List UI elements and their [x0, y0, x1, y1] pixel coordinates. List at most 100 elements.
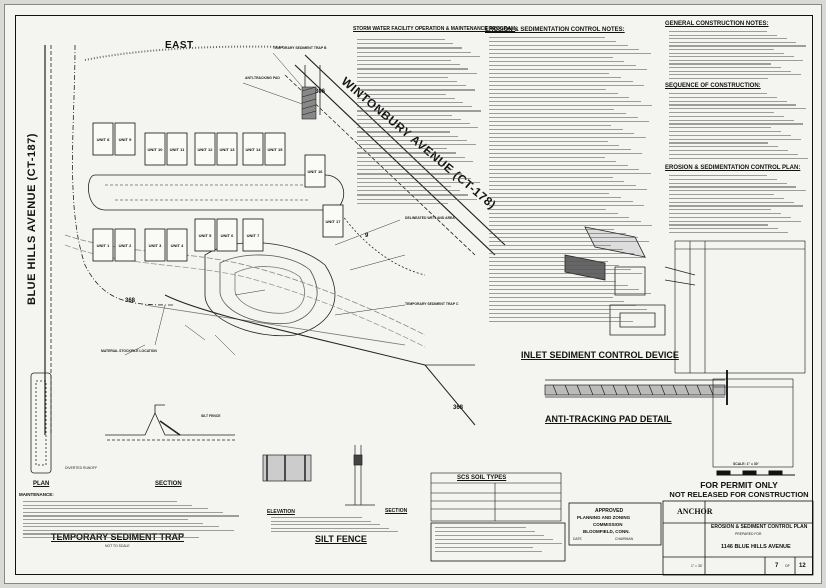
note-text-line: [489, 173, 651, 175]
note-text-line: [489, 261, 608, 263]
elevation-heading: ELEVATION: [267, 509, 295, 515]
note-text-line: [357, 190, 460, 192]
note-text-line: [489, 45, 628, 47]
unit-building: [194, 218, 216, 252]
unit-label: UNIT 11: [170, 147, 185, 152]
note-text-line: [357, 93, 446, 95]
note-text-line: [435, 527, 526, 529]
maintenance-heading: MAINTENANCE:: [19, 492, 54, 497]
note-text-line: [669, 112, 774, 114]
inlet-device-heading: INLET SEDIMENT CONTROL DEVICE: [521, 350, 679, 360]
note-text-line: [357, 39, 445, 41]
note-text-line: [669, 77, 769, 80]
unit-label: UNIT 12: [198, 147, 214, 152]
note-text-line: [271, 524, 381, 526]
note-text-line: [357, 194, 469, 196]
unit-label: UNIT 5: [199, 233, 212, 238]
wetland-callout: DELINEATED WETLAND AREA: [405, 216, 455, 220]
scale-value: 1" = 30': [691, 564, 703, 568]
unit-label: UNIT 15: [268, 147, 284, 152]
note-text-line: [357, 51, 471, 53]
unit-building: [144, 132, 166, 166]
note-text-line: [669, 41, 797, 44]
note-text-line: [357, 202, 449, 205]
note-text-line: [357, 60, 451, 62]
note-text-line: [357, 173, 462, 175]
unit-label: UNIT 9: [119, 137, 132, 142]
unit-label: UNIT 10: [148, 147, 164, 152]
note-text-line: [23, 533, 184, 535]
note-text-line: [489, 121, 650, 123]
note-text-line: [489, 245, 612, 247]
note-text-line: [357, 165, 445, 167]
note-text-line: [489, 297, 613, 299]
note-text-line: [489, 305, 636, 307]
approval-chairman: CHAIRMAN: [615, 537, 634, 541]
note-text-line: [669, 228, 779, 230]
note-text-line: [489, 49, 640, 51]
note-text-line: [669, 59, 804, 62]
note-text-line: [489, 85, 645, 87]
note-text-line: [669, 182, 787, 184]
note-text-line: [489, 233, 626, 235]
note-text-line: [669, 115, 784, 118]
note-text-line: [669, 220, 801, 222]
note-text-line: [489, 81, 633, 83]
note-text-line: [23, 515, 239, 517]
note-text-line: [489, 301, 625, 303]
note-text-line: [669, 108, 807, 110]
lot-368b-label: 368: [453, 405, 464, 411]
unit-building: [242, 218, 264, 252]
note-text-line: [669, 146, 779, 148]
note-text-line: [357, 81, 457, 83]
note-text-line: [489, 317, 621, 319]
note-text-line: [489, 241, 650, 243]
note-text-line: [357, 43, 454, 45]
note-text-line: [23, 504, 193, 506]
note-text-line: [669, 31, 767, 33]
note-text-line: [669, 138, 801, 140]
lot-9-label: 9: [365, 233, 369, 239]
not-to-scale-label: NOT TO SCALE: [105, 544, 130, 548]
note-text-line: [357, 76, 449, 79]
note-text-line: [357, 131, 450, 133]
note-text-line: [489, 129, 623, 131]
note-text-line: [669, 119, 794, 121]
note-text-line: [271, 520, 372, 522]
note-text-line: [489, 149, 631, 151]
scs-soils-heading: SCS SOIL TYPES: [457, 475, 507, 481]
scale-bar-label: SCALE: 1" = 30': [733, 462, 759, 466]
note-text-line: [669, 197, 784, 200]
note-text-line: [489, 193, 610, 195]
unit-building: [216, 132, 238, 166]
note-text-line: [357, 97, 455, 100]
note-text-line: [669, 67, 781, 69]
note-text-line: [489, 293, 651, 295]
note-text-line: [357, 114, 452, 116]
note-text-line: [23, 529, 235, 532]
unit-label: UNIT 13: [220, 147, 236, 152]
note-text-line: [489, 177, 613, 179]
esc-plan-heading: EROSION & SEDIMENTATION CONTROL PLAN:: [665, 165, 801, 171]
unit-building: [242, 132, 264, 166]
note-text-line: [489, 37, 605, 39]
note-text-line: [357, 127, 479, 129]
note-text-line: [489, 237, 638, 239]
note-text-line: [669, 205, 804, 207]
note-text-line: [489, 41, 617, 43]
approval-town: BLOOMFIELD, CONN.: [583, 529, 630, 534]
erosion-notes-heading: EROSION & SEDIMENTATION CONTROL NOTES:: [485, 27, 625, 33]
unit-building: [92, 228, 114, 262]
note-text-line: [489, 253, 635, 255]
note-text-line: [357, 156, 465, 158]
note-text-line: [489, 93, 618, 95]
material-stockpile-callout: MATERIAL STOCKPILE LOCATION: [101, 349, 157, 353]
sheet-border: [15, 15, 813, 575]
note-text-line: [489, 229, 615, 231]
note-text-line: [489, 125, 612, 127]
note-text-line: [489, 201, 633, 203]
note-text-line: [357, 68, 469, 70]
note-text-line: [357, 160, 474, 163]
note-text-line: [489, 69, 648, 71]
silt-fence-heading: SILT FENCE: [315, 534, 367, 544]
